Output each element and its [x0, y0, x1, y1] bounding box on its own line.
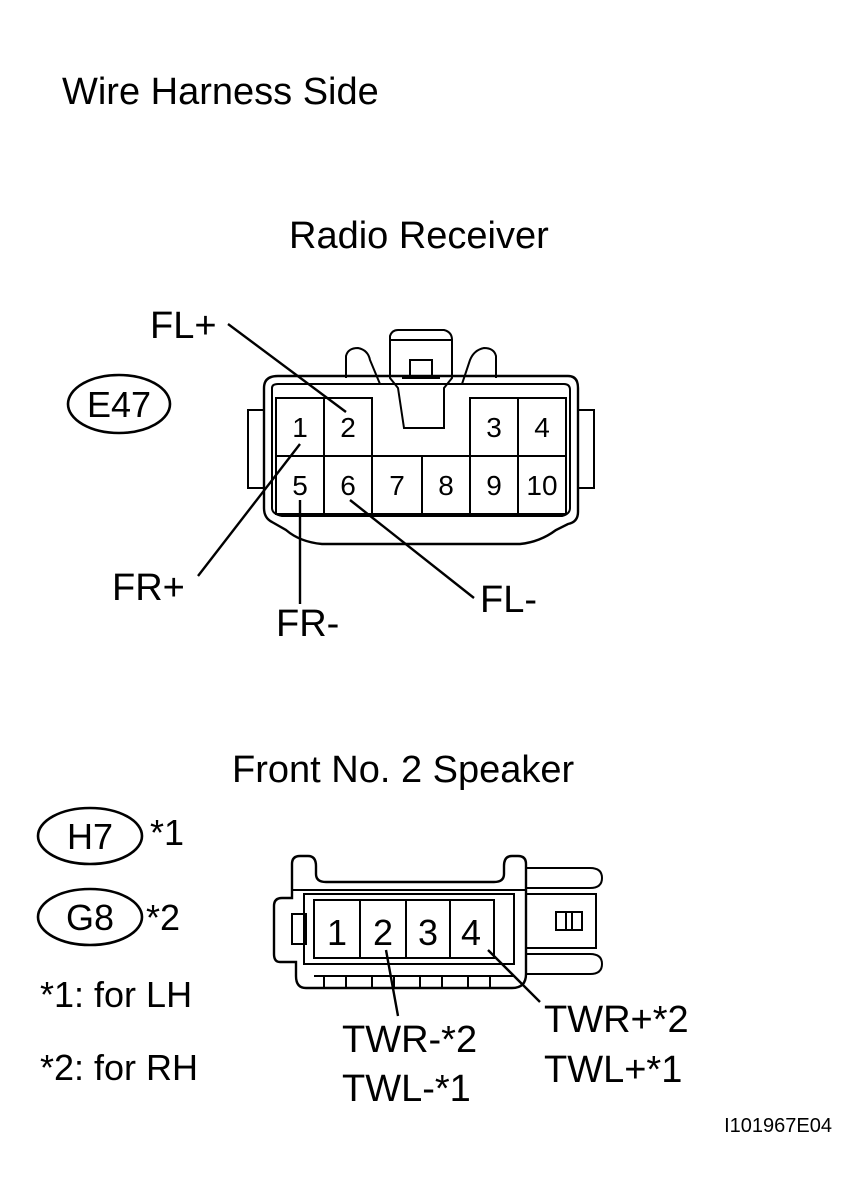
bottom-notch: [323, 975, 347, 989]
bottom-notch: [419, 975, 443, 989]
speaker-connector: 1 2 3 4: [272, 854, 604, 990]
connector-marker: *1: [150, 812, 184, 853]
pin-number: 3: [418, 912, 438, 953]
pin-cell: [517, 455, 567, 515]
connector-housing-outline: [262, 374, 580, 546]
pin-number: 5: [292, 470, 308, 501]
figure-code: I101967E04: [724, 1115, 832, 1137]
pin-number: 2: [340, 412, 356, 443]
callout-fr-minus: FR-: [276, 603, 339, 645]
callout-twr-minus: TWR-*2: [342, 1019, 477, 1061]
note-rh: *2: for RH: [40, 1047, 198, 1088]
center-lock-top: [389, 329, 453, 341]
bottom-notch: [467, 975, 491, 989]
connector-oval: [36, 887, 144, 947]
pin-number: 4: [534, 412, 550, 443]
center-lock-window: [409, 359, 433, 377]
pin-number: 6: [340, 470, 356, 501]
bottom-notch: [371, 975, 395, 989]
speaker-housing-outline: [272, 854, 528, 990]
leader-line: [197, 443, 301, 577]
connector-code-g8: G8 *2: [36, 887, 180, 947]
pin-number: 7: [389, 470, 405, 501]
pin-number: 2: [373, 912, 393, 953]
lock-window: [555, 911, 583, 931]
pin-number: 3: [486, 412, 502, 443]
pin-number: 1: [327, 912, 347, 953]
leader-line: [349, 499, 475, 599]
page-title: Wire Harness Side: [62, 71, 379, 113]
callout-twl-plus: TWL+*1: [544, 1049, 682, 1091]
callout-twr-plus: TWR+*2: [544, 999, 689, 1041]
pin-number: 10: [526, 470, 557, 501]
radio-receiver-connector: 1 2 3 4 5 6 7 8 9 10: [247, 329, 595, 546]
leader-line: [227, 323, 347, 413]
connector-code-label: G8: [66, 897, 114, 938]
speaker-pin-block: [313, 899, 495, 959]
leader-line: [487, 949, 541, 1003]
callout-fl-minus: FL-: [480, 579, 537, 621]
right-latch: [526, 867, 604, 889]
left-latch-post: [345, 346, 381, 385]
speaker-title: Front No. 2 Speaker: [232, 749, 575, 791]
pin-number: 4: [461, 912, 481, 953]
left-side-tab: [247, 409, 265, 489]
connector-oval: [36, 806, 144, 866]
center-lock: [389, 339, 453, 429]
left-clip: [291, 913, 307, 945]
radio-receiver-title: Radio Receiver: [289, 215, 549, 257]
connector-code-h7: H7 *1: [36, 806, 184, 866]
callout-fl-plus: FL+: [150, 305, 217, 347]
pin-number: 1: [292, 412, 308, 443]
radio-callouts: FL+ FR+ FR- FL-: [112, 305, 537, 645]
note-lh: *1: for LH: [40, 974, 192, 1015]
right-latch-post: [461, 346, 497, 385]
connector-code-label: E47: [87, 384, 151, 425]
right-side-tab: [577, 409, 595, 489]
callout-twl-minus: TWL-*1: [342, 1068, 471, 1110]
right-latch-body: [525, 893, 597, 949]
pin-number: 9: [486, 470, 502, 501]
callout-fr-plus: FR+: [112, 567, 185, 609]
connector-code-e47: E47: [66, 373, 172, 435]
speaker-inner-frame: [303, 893, 515, 965]
pin-number: 8: [438, 470, 454, 501]
speaker-callouts: TWR-*2 TWL-*1 TWR+*2 TWL+*1: [342, 949, 689, 1110]
right-latch: [526, 953, 604, 975]
connector-oval: [66, 373, 172, 435]
connector-marker: *2: [146, 897, 180, 938]
leader-line: [384, 949, 400, 1017]
connector-code-label: H7: [67, 816, 113, 857]
